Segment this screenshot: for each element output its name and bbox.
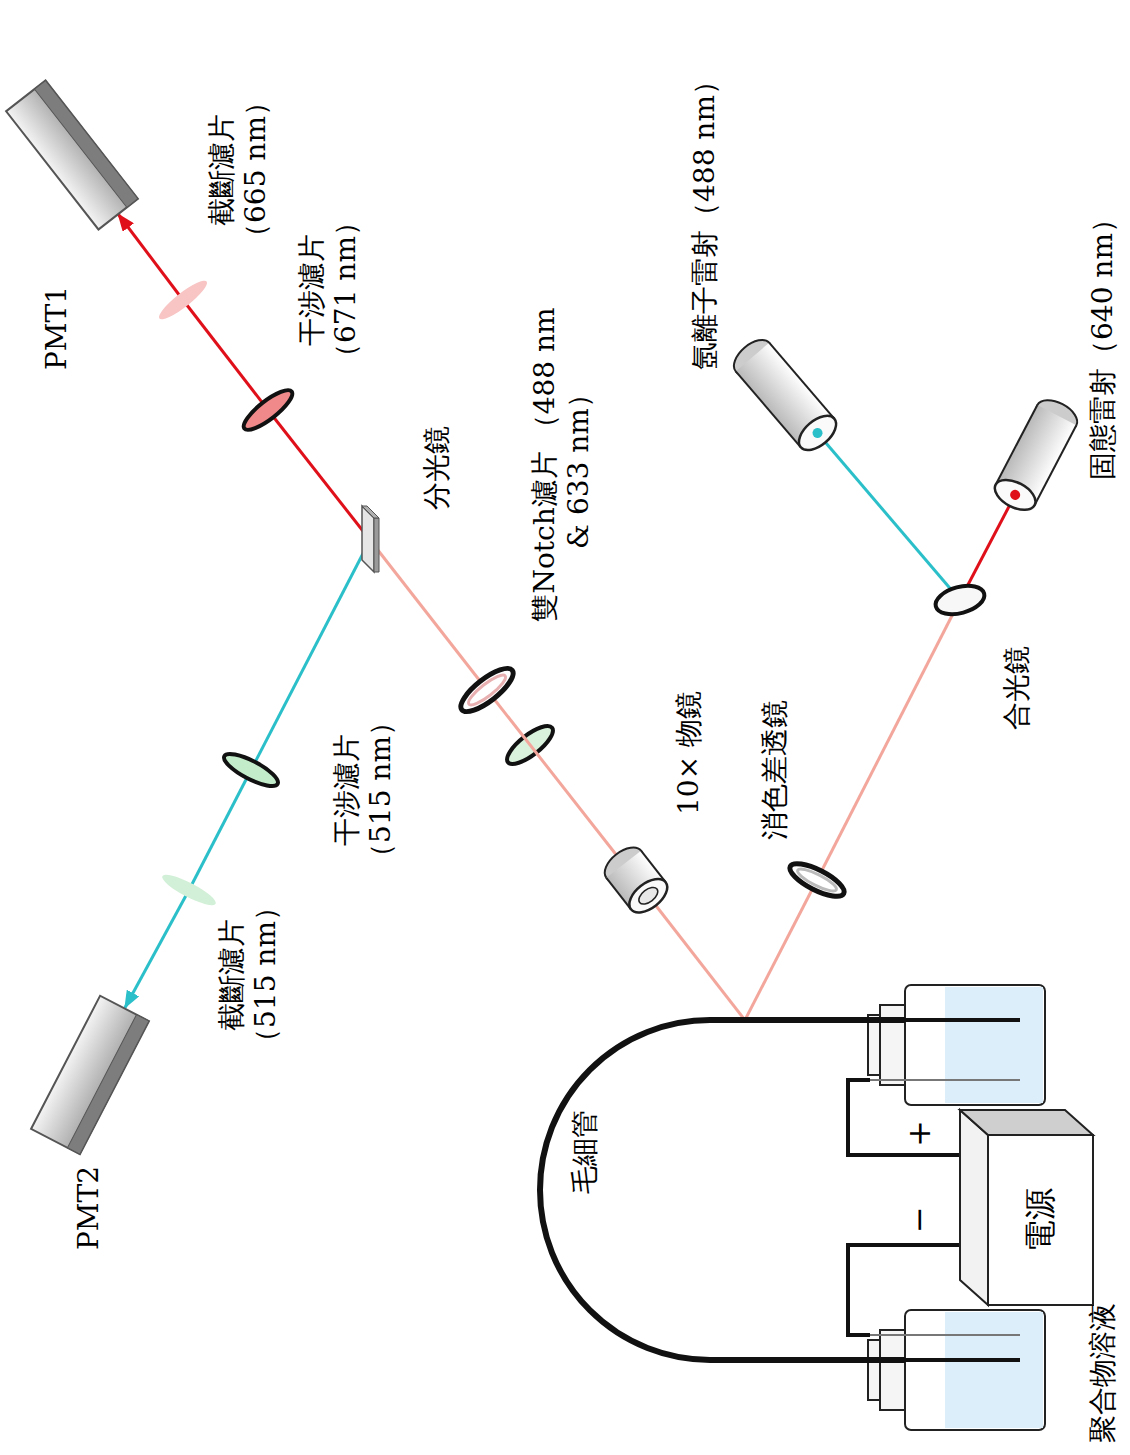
capillary: 毛細管	[537, 1017, 905, 1363]
component-label: 干涉濾片 （671 nm）	[295, 204, 363, 375]
light-beam	[817, 433, 960, 600]
filter-disk	[239, 384, 297, 435]
pmt-box	[0, 55, 144, 255]
light-beam	[189, 770, 251, 890]
cutoff-filter: 截斷濾片 （515 nm）	[149, 865, 229, 915]
light-beam	[268, 410, 370, 540]
pmt-body	[31, 996, 149, 1154]
cylinder-edge	[769, 343, 834, 419]
cylinder-edge	[996, 405, 1038, 485]
pmt-detector: PMT1	[0, 55, 144, 255]
component-label: 截斷濾片 （665 nm）	[205, 84, 273, 255]
achromatic-lens: 消色差透鏡	[777, 855, 857, 905]
light-beam	[125, 890, 189, 1008]
argon-laser: 氬離子雷射（488 nm）	[730, 335, 840, 455]
component-label: 合光鏡	[1000, 646, 1034, 730]
cylinder-body	[736, 343, 834, 448]
electrode-wire	[848, 1245, 975, 1335]
filter-disk	[159, 870, 219, 910]
component-label: PMT1	[40, 286, 74, 370]
pmt-side	[34, 81, 137, 208]
component-label: 干涉濾片 （515 nm）	[330, 704, 398, 875]
power-supply: 電源	[958, 1110, 1095, 1305]
polarity-sign: −	[900, 1206, 939, 1233]
component-label: 氬離子雷射（488 nm）	[688, 67, 722, 370]
beam-exit	[1008, 488, 1021, 501]
component-label: 分光鏡	[420, 426, 454, 510]
filter-ring	[795, 865, 838, 894]
light-beam	[745, 880, 817, 1020]
beam-combiner: 合光鏡	[930, 578, 990, 622]
component-label: 消色差透鏡	[758, 700, 792, 840]
cylinder-front	[793, 409, 842, 456]
polarity-sign: +	[900, 1120, 939, 1147]
cutoff-filter: 截斷濾片 （665 nm）	[143, 275, 223, 325]
cylinder-device	[986, 400, 1086, 510]
component-label: 電源	[1021, 1188, 1060, 1252]
light-beam	[636, 880, 745, 1020]
optical-element	[143, 275, 223, 325]
pmt-detector: PMT2	[30, 995, 150, 1155]
optical-element	[777, 855, 857, 905]
filter-disk	[932, 581, 987, 619]
optical-element	[447, 665, 527, 715]
light-beam	[370, 540, 487, 690]
cylinder-edge	[1035, 425, 1077, 505]
optical-element	[211, 745, 291, 795]
light-beam	[118, 214, 183, 300]
optical-element	[930, 578, 990, 622]
cylinder-front	[623, 873, 673, 920]
beam-splitter: 分光鏡	[350, 500, 390, 580]
component-label: PMT2	[72, 1166, 106, 1250]
filter-disk	[155, 276, 211, 324]
cylinder-device	[730, 335, 840, 455]
capillary-tube	[540, 1020, 905, 1360]
component-label: 毛細管	[568, 1110, 602, 1194]
optical-element	[149, 865, 229, 915]
cylinder-edge	[736, 371, 801, 447]
filter-ring	[465, 671, 509, 709]
pmt-box	[30, 995, 150, 1155]
optical-element	[228, 385, 308, 435]
interference-filter: 干涉濾片 （671 nm）	[228, 385, 308, 435]
cylinder-edge	[641, 851, 666, 883]
component-label: 雙Notch濾片 （488 nm & 633 nm）	[528, 304, 596, 625]
lens-aperture	[636, 884, 661, 907]
component-label: 截斷濾片 （515 nm）	[215, 889, 283, 1060]
filter-disk	[786, 857, 849, 902]
pmt-body	[6, 81, 138, 230]
filter-disk	[220, 748, 282, 792]
interference-filter: 干涉濾片 （515 nm）	[211, 745, 291, 795]
beam-exit	[810, 426, 824, 440]
cylinder-device	[601, 845, 671, 915]
pmt-side	[67, 1015, 148, 1155]
beam-splitter	[350, 500, 390, 580]
filter-disk	[455, 662, 519, 719]
solid-state-laser: 固態雷射（640 nm）	[986, 400, 1086, 510]
splitter-edge	[374, 518, 379, 572]
light-beam	[817, 600, 960, 880]
light-beam	[487, 690, 636, 880]
power-side	[960, 1110, 1093, 1135]
notch-filter: 雙Notch濾片 （488 nm & 633 nm）	[447, 665, 527, 715]
right-reservoir	[868, 985, 1045, 1105]
power-top	[960, 1110, 988, 1305]
component-label: 10× 物鏡	[672, 691, 706, 815]
cylinder-front	[990, 474, 1040, 516]
cylinder-edge	[606, 878, 631, 910]
light-beam	[183, 300, 268, 410]
splitter-edge	[362, 506, 379, 518]
component-label: 固態雷射（640 nm）	[1086, 205, 1120, 480]
left-reservoir	[868, 1310, 1045, 1430]
power-front	[988, 1135, 1093, 1305]
solution-label: 聚合物溶液	[1086, 1303, 1120, 1443]
electrode-wire	[848, 1080, 975, 1155]
objective-lens: 10× 物鏡	[601, 845, 671, 915]
